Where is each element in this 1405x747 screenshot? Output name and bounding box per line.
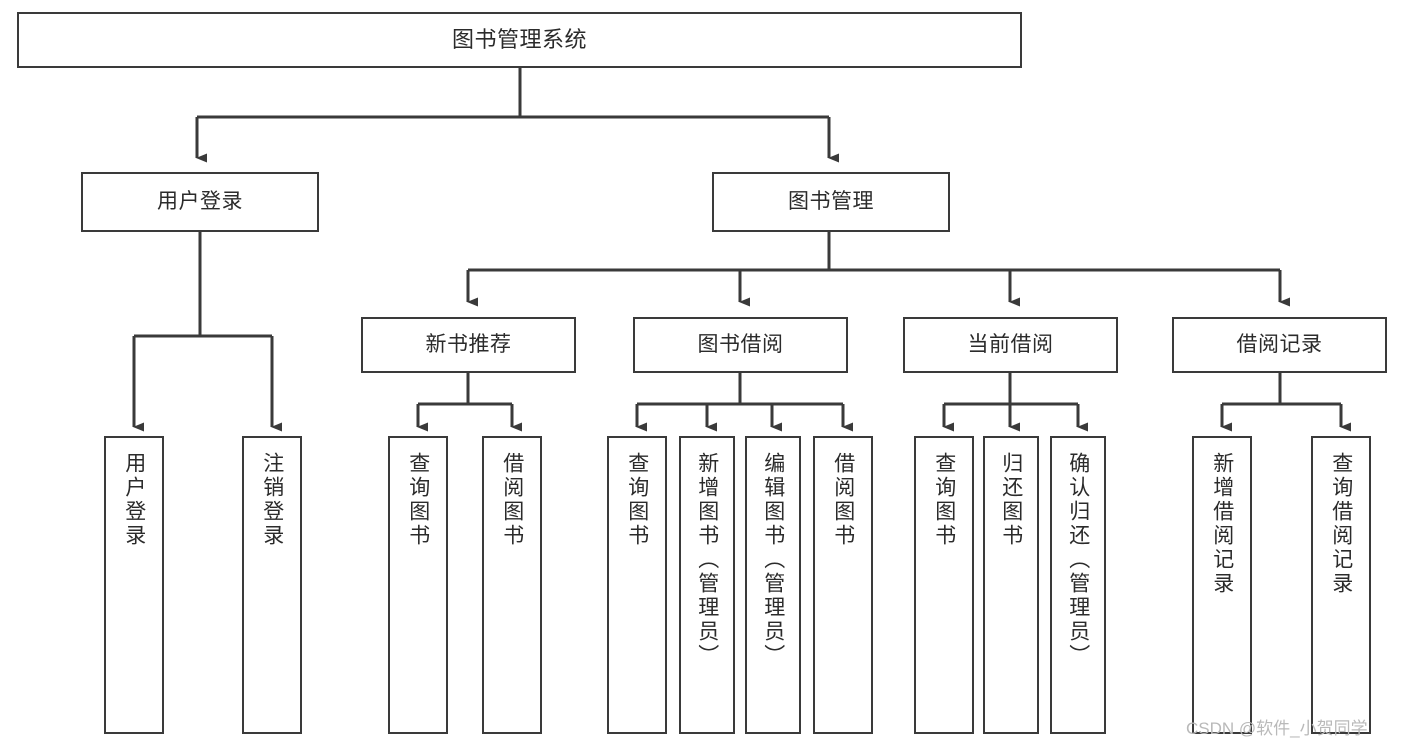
leaf-query-borrow-record[interactable]: 查询借阅记录 [1311, 436, 1371, 734]
node-user-login[interactable]: 用户登录 [81, 172, 319, 232]
leaf-query-book-current[interactable]: 查询图书 [914, 436, 974, 734]
leaf-borrow-book-label: 借阅图书 [831, 452, 855, 548]
leaf-edit-book-admin[interactable]: 编辑图书（管理员） [745, 436, 801, 734]
node-book-manage[interactable]: 图书管理 [712, 172, 950, 232]
watermark-text: CSDN @软件_小贺同学 [1186, 719, 1368, 738]
node-borrow-record-label: 借阅记录 [1236, 333, 1323, 357]
node-root[interactable]: 图书管理系统 [17, 12, 1022, 68]
node-borrow-record[interactable]: 借阅记录 [1172, 317, 1387, 373]
leaf-query-borrow-record-label: 查询借阅记录 [1329, 452, 1353, 596]
node-current-borrow[interactable]: 当前借阅 [903, 317, 1118, 373]
leaf-confirm-return-admin-label: 确认归还（管理员） [1066, 452, 1090, 668]
leaf-query-book-recommend-label: 查询图书 [406, 452, 430, 548]
leaf-query-book-recommend[interactable]: 查询图书 [388, 436, 448, 734]
leaf-borrow-book-recommend-label: 借阅图书 [500, 452, 524, 548]
node-current-borrow-label: 当前借阅 [967, 333, 1054, 357]
leaf-query-book-current-label: 查询图书 [932, 452, 956, 548]
leaf-add-borrow-record-label: 新增借阅记录 [1210, 452, 1234, 596]
leaf-return-book[interactable]: 归还图书 [983, 436, 1039, 734]
node-root-label: 图书管理系统 [451, 26, 587, 52]
leaf-add-book-admin[interactable]: 新增图书（管理员） [679, 436, 735, 734]
leaf-query-book-label: 查询图书 [625, 452, 649, 548]
leaf-logout[interactable]: 注销登录 [242, 436, 302, 734]
node-book-manage-label: 图书管理 [788, 190, 874, 214]
node-new-book-recommend[interactable]: 新书推荐 [361, 317, 576, 373]
leaf-logout-label: 注销登录 [260, 452, 284, 548]
node-book-borrow-label: 图书借阅 [697, 333, 784, 357]
leaf-query-book[interactable]: 查询图书 [607, 436, 667, 734]
leaf-return-book-label: 归还图书 [999, 452, 1023, 548]
leaf-borrow-book-recommend[interactable]: 借阅图书 [482, 436, 542, 734]
leaf-add-book-admin-label: 新增图书（管理员） [695, 452, 719, 668]
leaf-user-login[interactable]: 用户登录 [104, 436, 164, 734]
node-user-login-label: 用户登录 [157, 190, 243, 214]
leaf-edit-book-admin-label: 编辑图书（管理员） [761, 452, 785, 668]
leaf-user-login-label: 用户登录 [122, 452, 146, 548]
leaf-add-borrow-record[interactable]: 新增借阅记录 [1192, 436, 1252, 734]
leaf-borrow-book[interactable]: 借阅图书 [813, 436, 873, 734]
node-book-borrow[interactable]: 图书借阅 [633, 317, 848, 373]
node-new-book-recommend-label: 新书推荐 [425, 333, 512, 357]
leaf-confirm-return-admin[interactable]: 确认归还（管理员） [1050, 436, 1106, 734]
